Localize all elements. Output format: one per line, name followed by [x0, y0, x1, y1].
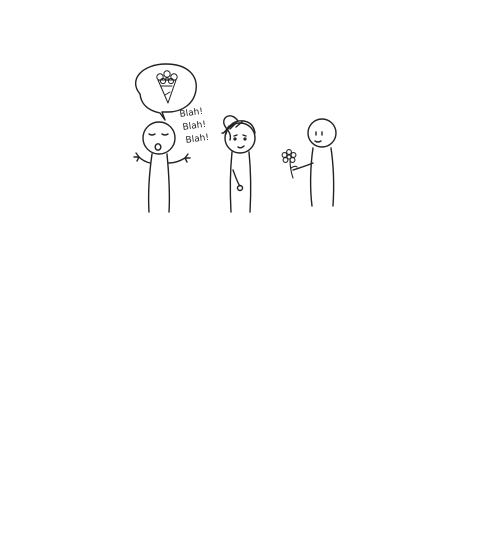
blah-text: Blah! Blah! Blah! — [179, 107, 210, 146]
flower-bouquet-icon — [156, 70, 178, 104]
blah-line-3: Blah! — [185, 133, 210, 146]
blah-line-1: Blah! — [179, 107, 204, 120]
thought-bubble — [134, 63, 197, 121]
blah-line-2: Blah! — [182, 120, 207, 133]
flower-giver-figure — [281, 118, 337, 207]
flower-icon — [281, 149, 298, 179]
woman-figure — [221, 115, 256, 213]
talking-figure — [133, 121, 191, 213]
